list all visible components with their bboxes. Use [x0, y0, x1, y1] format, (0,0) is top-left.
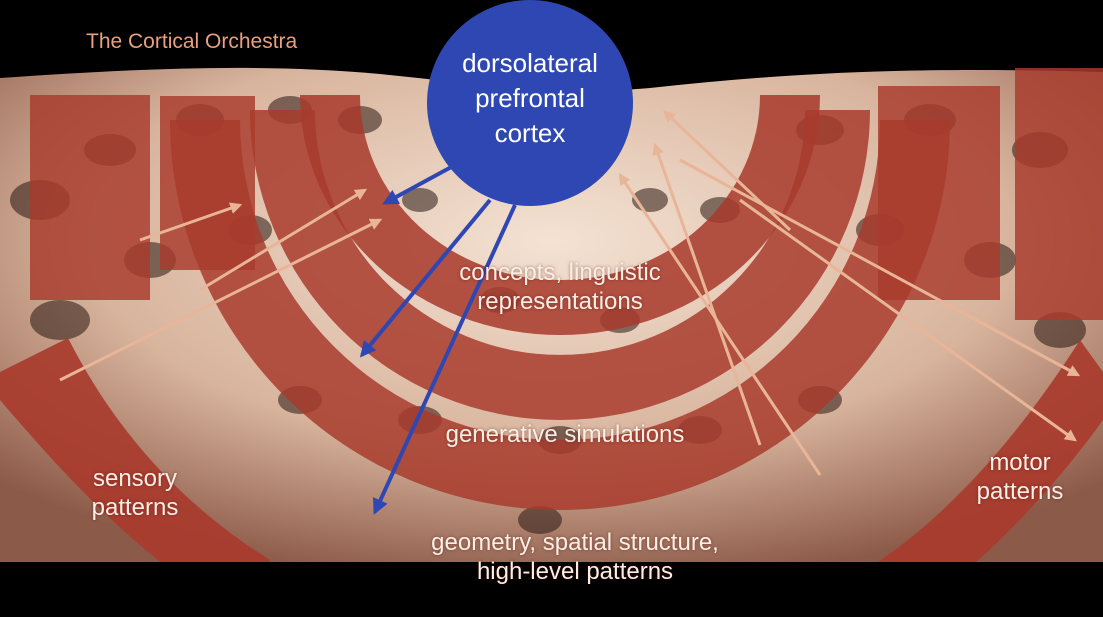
ff-arrow-3 [59, 218, 383, 382]
dlpfc-line-2: prefrontal [475, 83, 585, 113]
ff-arrow-6 [663, 110, 792, 232]
sensory-line-2: patterns [91, 494, 179, 521]
ring-generative [250, 110, 870, 420]
fb-arrow-3 [373, 204, 517, 515]
ring-geometry [170, 120, 950, 510]
ff-arrow-1 [139, 202, 243, 242]
concepts-label: concepts, linguistic representations [410, 258, 710, 316]
concepts-line-1: concepts, linguistic [459, 259, 661, 286]
dlpfc-line-1: dorsolateral [462, 48, 598, 78]
ff-arrow-4 [618, 173, 822, 476]
feedback-arrows [359, 163, 517, 515]
geometry-line-2: high-level patterns [476, 558, 674, 585]
generative-line-1: generative simulations [445, 421, 685, 448]
dlpfc-label: dorsolateral prefrontal cortex [430, 46, 630, 151]
ff-arrow-2 [199, 188, 368, 292]
sensory-line-1: sensory [92, 465, 178, 492]
sensory-wedge [0, 338, 270, 612]
slide-title: The Cortical Orchestra [86, 30, 298, 53]
fb-arrow-2 [359, 198, 492, 358]
motor-band-outer [1015, 68, 1103, 320]
geometry-label: geometry, spatial structure, high-level … [390, 528, 760, 586]
ff-arrow-5 [652, 142, 762, 446]
sensory-band-outer [30, 95, 150, 300]
dlpfc-line-3: cortex [494, 118, 566, 148]
ff-arrow-8 [739, 198, 1077, 442]
sensory-label: sensory patterns [70, 464, 200, 522]
geometry-line-1: geometry, spatial structure, [431, 529, 719, 556]
feedforward-arrows [59, 110, 1081, 476]
motor-wedge [878, 340, 1103, 612]
generative-label: generative simulations [395, 420, 735, 449]
motor-line-1: motor [989, 449, 1051, 476]
dlpfc-circle [427, 0, 633, 206]
motor-label: motor patterns [950, 448, 1090, 506]
motor-line-2: patterns [976, 478, 1064, 505]
bottom-strip [0, 562, 1103, 617]
fb-arrow-1 [382, 163, 456, 205]
ff-arrow-7 [679, 158, 1081, 377]
concepts-line-2: representations [477, 288, 643, 315]
